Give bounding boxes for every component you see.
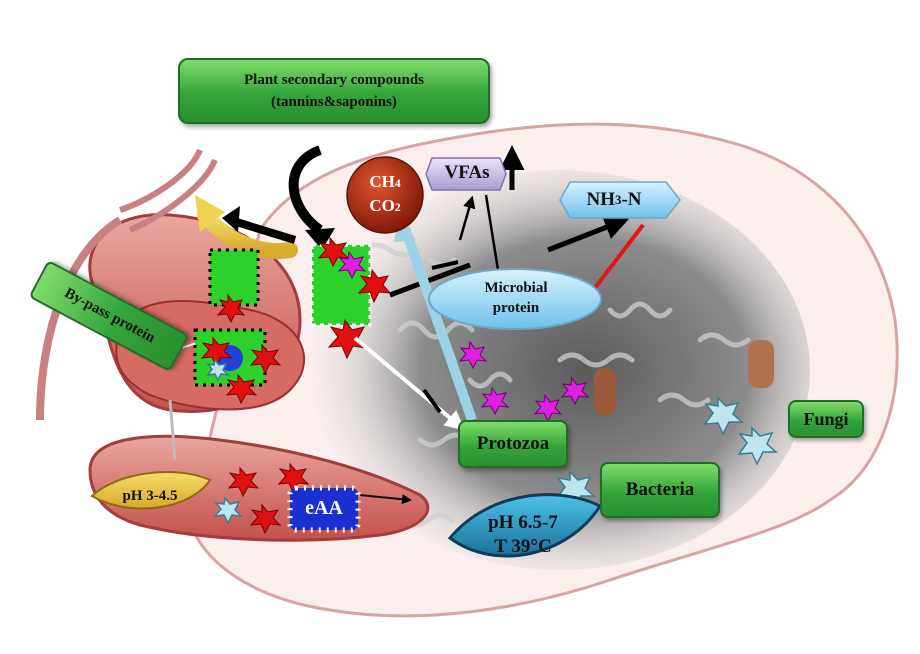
black-arrow-head: [305, 228, 335, 250]
nh3-post: -N: [621, 189, 642, 210]
microbial-protein-label: Microbial protein: [440, 272, 592, 324]
rumen-temp: T 39°C: [494, 536, 552, 557]
microbial-line2: protein: [492, 300, 540, 316]
nh3-banner: [559, 181, 681, 219]
magenta-starbursts: [337, 250, 590, 423]
red-starbursts: [200, 236, 392, 535]
arrow-microbial-vfa: [484, 194, 500, 271]
inhibition-bar: [431, 260, 459, 270]
methane-ball: [346, 156, 424, 234]
inhibition-line: [389, 262, 471, 298]
plant-compounds-line2: (tannins&saponins): [271, 94, 397, 110]
vfa-banner: [425, 157, 507, 191]
arrow-to-vfa: [458, 195, 476, 241]
microbial-line1: Microbial: [484, 280, 548, 296]
plant-compounds-line1: Plant secondary compounds: [243, 72, 425, 88]
co-subscript: 2: [394, 201, 401, 214]
inhibition-bar: [422, 388, 442, 414]
protozoa-starbursts: [206, 358, 778, 525]
plant-secondary-compounds-box: Plant secondary compounds (tannins&sapon…: [178, 58, 490, 124]
nh3-pre: NH: [586, 189, 615, 210]
fungi-box: Fungi: [788, 400, 864, 438]
feed-particle: [594, 368, 616, 416]
ch-text: CH: [369, 172, 395, 191]
arrow-to-nh3: [547, 215, 630, 253]
flow-line: [359, 494, 412, 505]
rumen-conditions-label: pH 6.5-7 T 39°C: [452, 500, 594, 570]
ph-low-leaf: [90, 471, 212, 510]
white-arrow-to-protozoa: [353, 336, 466, 431]
abomasum-ph-label: pH 3-4.5: [122, 487, 178, 504]
microbial-protein-ellipse: [428, 268, 602, 330]
rumen-ph: pH 6.5-7: [488, 512, 558, 533]
flow-line: [168, 399, 177, 461]
protozoa-box: Protozoa: [458, 420, 568, 468]
black-arrow: [288, 145, 323, 235]
eaa-box: [287, 485, 361, 533]
yellow-arrow: [197, 207, 298, 259]
vfas-label: VFAs: [444, 162, 490, 183]
feed-particle: [748, 340, 774, 388]
nh3-sub: 3: [614, 192, 622, 207]
yellow-arrow-head: [195, 195, 225, 232]
bacteria-box: Bacteria: [600, 462, 720, 518]
eaa-label: eAA: [305, 496, 343, 519]
black-arrow-head: [222, 206, 240, 232]
co-text: CO: [369, 196, 395, 215]
esophagus: [119, 148, 218, 233]
black-arrow: [228, 216, 297, 244]
protozoa-to-gas-arrow: [400, 226, 477, 422]
ch-subscript: 4: [394, 177, 401, 190]
